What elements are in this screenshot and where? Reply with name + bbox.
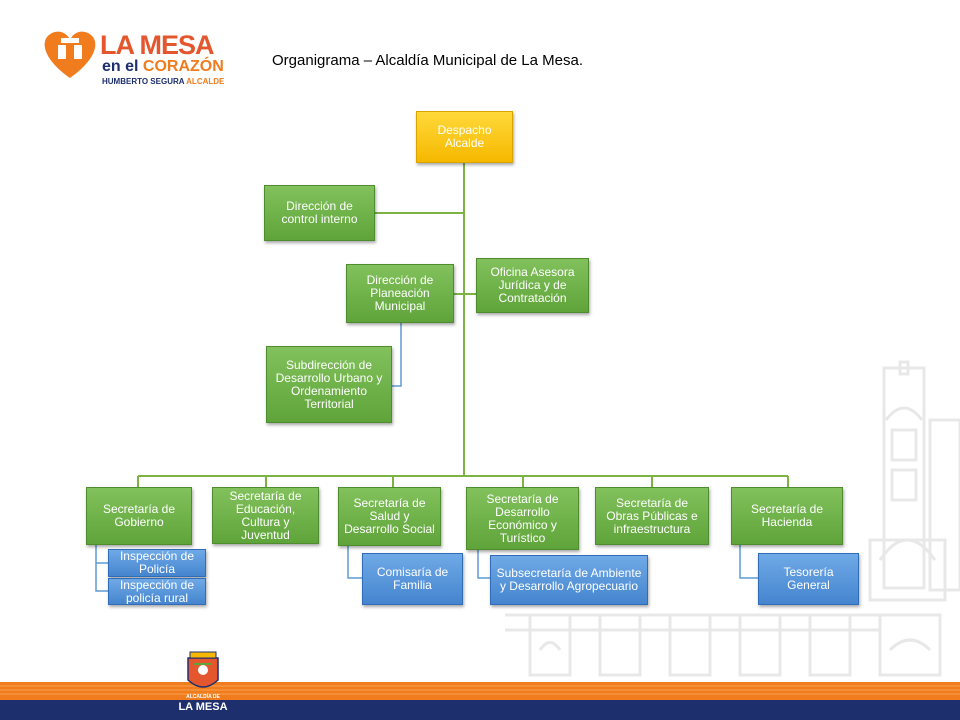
logo-line-2-b: CORAZÓN <box>142 58 224 75</box>
node-inspeccion-policia-rural: Inspección de policía rural <box>108 578 206 605</box>
node-secretaria-educacion: Secretaría de Educación, Cultura y Juven… <box>212 487 319 544</box>
node-inspeccion-policia: Inspección de Policía <box>108 549 206 577</box>
logo-line-1: LA MESA <box>100 30 214 60</box>
alcaldia-caption: ALCALDÍA DE <box>186 694 220 700</box>
logo-line-3: HUMBERTO SEGURA ALCALDE <box>102 77 224 86</box>
node-secretaria-desarrollo-economico: Secretaría de Desarrollo Económico y Tur… <box>466 487 579 550</box>
footer-band-navy <box>0 700 960 720</box>
org-connectors <box>137 163 789 487</box>
node-subdireccion-desarrollo-urbano: Subdirección de Desarrollo Urbano y Orde… <box>266 346 392 423</box>
coat-of-arms-icon <box>187 651 219 688</box>
building-watermark <box>505 360 960 677</box>
logo-line-3-a: HUMBERTO SEGURA <box>102 77 187 86</box>
page-title: Organigrama – Alcaldía Municipal de La M… <box>272 52 584 69</box>
logo-line-3-b: ALCALDE <box>186 77 225 86</box>
sub-connectors <box>95 323 758 592</box>
alcaldia-la-mesa-logo: ALCALDÍA DE LA MESA <box>168 650 238 718</box>
node-secretaria-hacienda: Secretaría de Hacienda <box>731 487 843 545</box>
heart-logo-icon <box>44 31 96 78</box>
la-mesa-logo: LA MESA en el CORAZÓN HUMBERTO SEGURA AL… <box>38 28 238 92</box>
alcaldia-name: LA MESA <box>178 701 228 713</box>
node-secretaria-obras-publicas: Secretaría de Obras Públicas e infraestr… <box>595 487 709 545</box>
node-oficina-juridica: Oficina Asesora Jurídica y de Contrataci… <box>476 258 589 313</box>
footer-stripes <box>0 685 960 695</box>
node-secretaria-salud: Secretaría de Salud y Desarrollo Social <box>338 487 441 546</box>
node-subsecretaria-ambiente: Subsecretaría de Ambiente y Desarrollo A… <box>490 555 648 605</box>
node-control-interno: Dirección de control interno <box>264 185 375 241</box>
logo-line-2: en el CORAZÓN <box>102 58 224 76</box>
node-comisaria-familia: Comisaría de Familia <box>362 553 463 605</box>
node-despacho-alcalde: Despacho Alcalde <box>416 111 513 163</box>
node-planeacion: Dirección de Planeación Municipal <box>346 264 454 323</box>
node-secretaria-gobierno: Secretaría de Gobierno <box>86 487 192 545</box>
node-tesoreria-general: Tesorería General <box>758 553 859 605</box>
logo-line-2-a: en el <box>102 58 143 75</box>
